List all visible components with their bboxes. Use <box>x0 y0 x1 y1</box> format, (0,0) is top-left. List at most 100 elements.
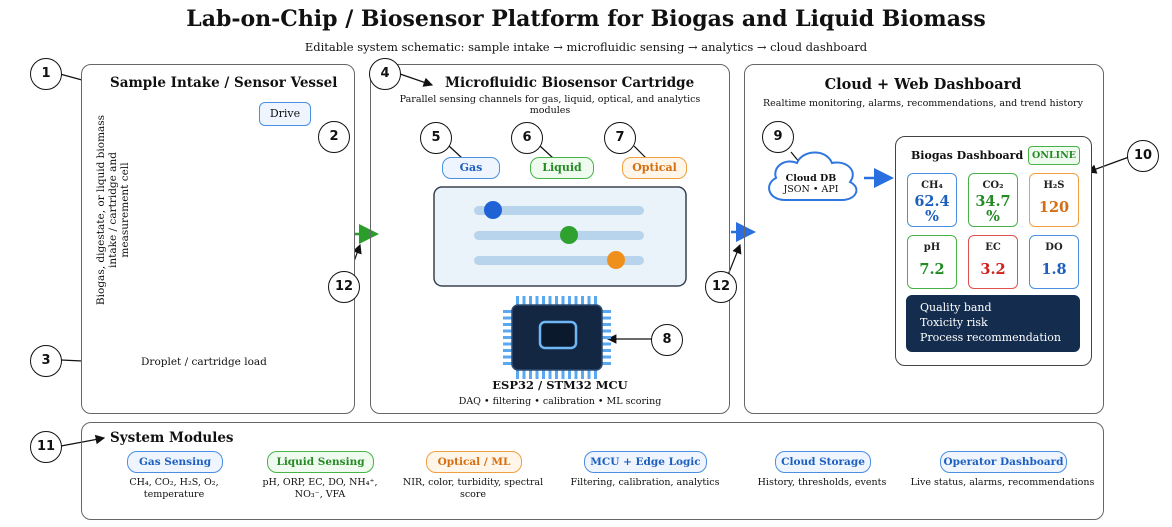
metric-label: EC <box>985 242 1001 253</box>
mcu-pin <box>587 370 591 379</box>
mcu-pin <box>503 355 512 359</box>
metric-h2s: H₂S 120 <box>1029 173 1079 227</box>
mcu-pin <box>535 370 539 379</box>
system-modules-panel <box>81 422 1104 520</box>
callout-1: 1 <box>30 58 62 90</box>
mcu-pin <box>516 370 519 379</box>
mcu-pin <box>602 349 611 352</box>
cartridge-panel <box>370 64 730 414</box>
mcu-pin <box>602 323 611 326</box>
cartridge-subtitle-line: Parallel sensing channels for gas, liqui… <box>399 94 701 105</box>
mcu-pin <box>503 316 512 320</box>
metric-value: 3.2 <box>980 261 1006 278</box>
droplet-label: Droplet / cartridge load <box>141 356 267 368</box>
module-desc-line: NIR, color, turbidity, spectral <box>402 477 544 488</box>
mcu-pin <box>529 296 532 305</box>
optical-channel-dot <box>607 251 625 269</box>
info-panel: Quality band Toxicity risk Process recom… <box>906 295 1080 352</box>
metric-ph: pH 7.2 <box>907 235 957 289</box>
metric-do: DO 1.8 <box>1029 235 1079 289</box>
mcu-pin <box>503 362 512 365</box>
module-desc-line: CH₄, CO₂, H₂S, O₂, <box>129 477 219 488</box>
callout-2: 2 <box>318 121 350 153</box>
metric-value: 1.8 <box>1041 261 1067 278</box>
callout-3: 3 <box>30 345 62 377</box>
quality-band-text: Quality band <box>920 301 992 314</box>
metric-label: H₂S <box>1043 180 1065 191</box>
metric-co2: CO₂ 34.7% <box>968 173 1018 227</box>
cartridge-title: Microfluidic Biosensor Cartridge <box>445 75 695 91</box>
mcu-pin <box>522 370 526 379</box>
callout-6: 6 <box>511 122 543 154</box>
metric-value: 34.7% <box>975 193 1011 225</box>
mcu-pin <box>548 296 552 305</box>
drive-button[interactable]: Drive <box>259 102 311 126</box>
cloud-db-api: JSON • API <box>783 184 839 195</box>
system-modules-title: System Modules <box>110 430 234 446</box>
mcu-pin <box>602 316 611 320</box>
module-mcu-desc: Filtering, calibration, analytics <box>570 477 720 488</box>
mcu-pin <box>581 296 584 305</box>
callout-12-left: 12 <box>328 271 360 303</box>
module-desc-line: temperature <box>143 489 205 500</box>
mcu-pin <box>542 296 545 305</box>
mcu-pin <box>581 370 584 379</box>
callout-7: 7 <box>604 122 636 154</box>
metric-label: CO₂ <box>982 180 1004 191</box>
mcu-chip <box>503 296 611 379</box>
module-operator-dashboard[interactable]: Operator Dashboard <box>940 451 1067 473</box>
liquid-channel-dot <box>560 226 578 244</box>
page-title: Lab-on-Chip / Biosensor Platform for Bio… <box>186 6 986 32</box>
mcu-pin <box>503 342 512 346</box>
metric-value: 7.2 <box>919 261 945 278</box>
module-gas-desc: CH₄, CO₂, H₂S, O₂, temperature <box>104 477 244 501</box>
mcu-pin <box>503 349 512 352</box>
mcu-pin <box>568 370 571 379</box>
page-subtitle: Editable system schematic: sample intake… <box>304 40 868 54</box>
optical-channel-pill[interactable]: Optical <box>622 157 687 179</box>
process-recommendation-text: Process recommendation <box>920 331 1061 344</box>
mcu-pin <box>522 296 526 305</box>
module-liquid-sensing[interactable]: Liquid Sensing <box>267 451 374 473</box>
callout-11: 11 <box>30 431 62 463</box>
metric-value: 120 <box>1038 199 1070 216</box>
sample-intake-title: Sample Intake / Sensor Vessel <box>110 75 338 91</box>
mcu-pin <box>503 336 512 339</box>
gas-channel-dot <box>484 201 502 219</box>
vessel-label-line: intake / cartridge and <box>107 152 119 268</box>
module-desc-line: score <box>459 489 487 500</box>
mcu-pin <box>574 370 578 379</box>
mcu-pin <box>503 323 512 326</box>
mcu-pin <box>561 296 565 305</box>
mcu-pin <box>568 296 571 305</box>
dashboard-title: Biogas Dashboard <box>911 149 1024 162</box>
callout-12-right: 12 <box>705 271 737 303</box>
mcu-pin <box>542 370 545 379</box>
callout-8: 8 <box>651 324 683 356</box>
module-cloud-desc: History, thresholds, events <box>757 477 887 488</box>
mcu-pin <box>516 296 519 305</box>
mcu-pin <box>602 329 611 333</box>
cloud-panel <box>744 64 1104 414</box>
mcu-pin <box>561 370 565 379</box>
vessel-label-line: Biogas, digestate, or liquid biomass <box>95 114 107 306</box>
status-badge: ONLINE <box>1028 146 1080 165</box>
mcu-pin <box>602 310 611 313</box>
mcu-pin <box>587 296 591 305</box>
module-cloud-storage[interactable]: Cloud Storage <box>775 451 871 473</box>
mcu-pin <box>602 355 611 359</box>
metric-ch4: CH₄ 62.4% <box>907 173 957 227</box>
gas-channel-pill[interactable]: Gas <box>442 157 500 179</box>
mcu-core <box>538 320 578 350</box>
mcu-pin <box>535 296 539 305</box>
mcu-pin <box>555 370 558 379</box>
module-mcu-edge-logic[interactable]: MCU + Edge Logic <box>584 451 707 473</box>
mcu-pin <box>503 310 512 313</box>
metric-label: DO <box>1045 242 1063 253</box>
callout-4: 4 <box>369 58 401 90</box>
mcu-pin <box>555 296 558 305</box>
liquid-channel-pill[interactable]: Liquid <box>530 157 594 179</box>
module-optical-ml[interactable]: Optical / ML <box>426 451 522 473</box>
module-gas-sensing[interactable]: Gas Sensing <box>127 451 223 473</box>
cloud-panel-title: Cloud + Web Dashboard <box>824 76 1022 93</box>
